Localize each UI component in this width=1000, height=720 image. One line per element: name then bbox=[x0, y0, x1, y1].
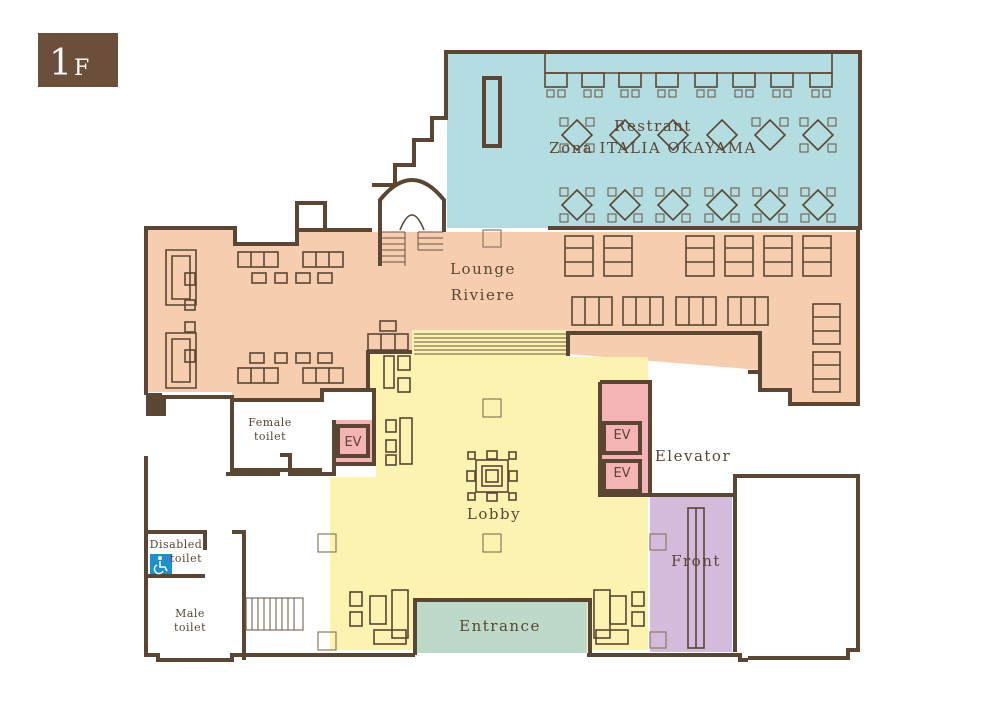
restaurant-label-line2: Zona ITALIA OKAYAMA bbox=[549, 139, 757, 157]
lobby-steps bbox=[414, 333, 566, 355]
floor-number: 1 bbox=[49, 43, 72, 84]
restaurant-furniture bbox=[482, 54, 837, 223]
elevator-label: Elevator bbox=[655, 447, 731, 465]
male-toilet-label-line2: toilet bbox=[174, 621, 206, 634]
lounge-area[interactable] bbox=[148, 228, 858, 402]
lobby-furniture bbox=[317, 355, 667, 651]
wheelchair-icon bbox=[150, 554, 172, 575]
staircase-spiral bbox=[378, 178, 446, 266]
lounge-label-line1: Lounge bbox=[450, 260, 516, 278]
restaurant-label-line1: Restrant bbox=[614, 117, 692, 135]
elevator-cars bbox=[336, 421, 642, 493]
ev-label-right-upper: EV bbox=[613, 428, 630, 443]
entrance-label: Entrance bbox=[459, 617, 541, 635]
female-toilet-label-line1: Female bbox=[248, 416, 292, 429]
male-toilet-label-line1: Male bbox=[175, 607, 205, 620]
toilet-steps bbox=[245, 597, 304, 631]
walls bbox=[144, 50, 862, 662]
entrance-area[interactable] bbox=[417, 600, 587, 653]
disabled-toilet-label-line2: toilet bbox=[170, 552, 202, 565]
front-label: Front bbox=[671, 552, 721, 570]
floor-suffix: F bbox=[74, 56, 89, 81]
female-toilet-label-line2: toilet bbox=[254, 430, 286, 443]
ev-label-right-lower: EV bbox=[613, 466, 630, 481]
floor-badge: 1 F bbox=[38, 33, 118, 87]
lounge-label-line2: Riviere bbox=[451, 286, 516, 304]
front-area[interactable] bbox=[650, 495, 732, 652]
lobby-area[interactable] bbox=[330, 330, 648, 650]
lounge-furniture bbox=[165, 229, 841, 393]
lobby-label: Lobby bbox=[467, 505, 521, 523]
ev-label-left: EV bbox=[344, 435, 361, 450]
disabled-toilet-label-line1: Disabled bbox=[150, 538, 203, 551]
